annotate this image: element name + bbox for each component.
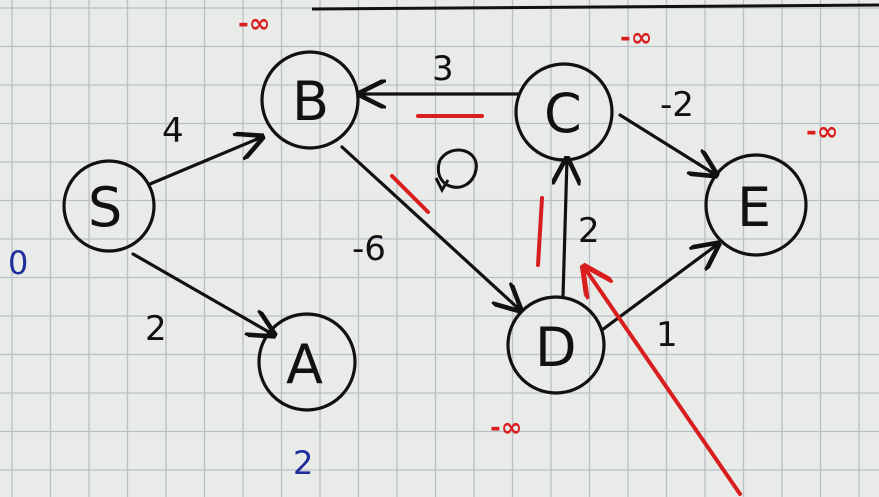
svg-text:D: D (535, 316, 577, 379)
dist-c: -∞ (620, 23, 652, 53)
dist-b: -∞ (238, 9, 270, 39)
edge-d-e (600, 244, 718, 332)
red-strike-b-d (390, 174, 430, 214)
svg-text:S: S (88, 176, 122, 239)
svg-text:A: A (286, 333, 323, 396)
node-b: B (260, 50, 360, 150)
node-a: A (257, 312, 357, 412)
weight-b-d: -6 (352, 229, 386, 269)
edge-b-d (340, 145, 520, 310)
node-d: D (506, 295, 606, 395)
cycle-loop-arrow (434, 177, 450, 194)
weight-s-b: 4 (162, 111, 184, 151)
dist-e: -∞ (806, 117, 838, 147)
weight-d-c: 2 (578, 211, 600, 251)
node-s: S (62, 159, 156, 253)
edge-c-e (618, 113, 716, 175)
edge-d-c (563, 159, 567, 299)
edge-s-b (148, 137, 262, 186)
red-pointer-arrow (584, 267, 742, 496)
weight-c-b: 3 (432, 49, 454, 89)
edge-s-a (131, 252, 274, 335)
cycle-loop-mark (436, 148, 478, 189)
top-pen-line (311, 3, 879, 11)
red-mark-d-c (536, 196, 544, 267)
weight-s-a: 2 (145, 309, 167, 349)
dist-s: 0 (8, 244, 28, 282)
weight-d-e: 1 (656, 315, 678, 355)
svg-text:C: C (544, 82, 582, 145)
svg-text:E: E (737, 176, 771, 239)
node-c: C (514, 62, 614, 162)
node-e: E (704, 153, 808, 257)
dist-a: 2 (293, 444, 313, 482)
svg-text:B: B (292, 70, 329, 133)
weight-c-e: -2 (660, 85, 694, 125)
dist-d: -∞ (490, 413, 522, 443)
